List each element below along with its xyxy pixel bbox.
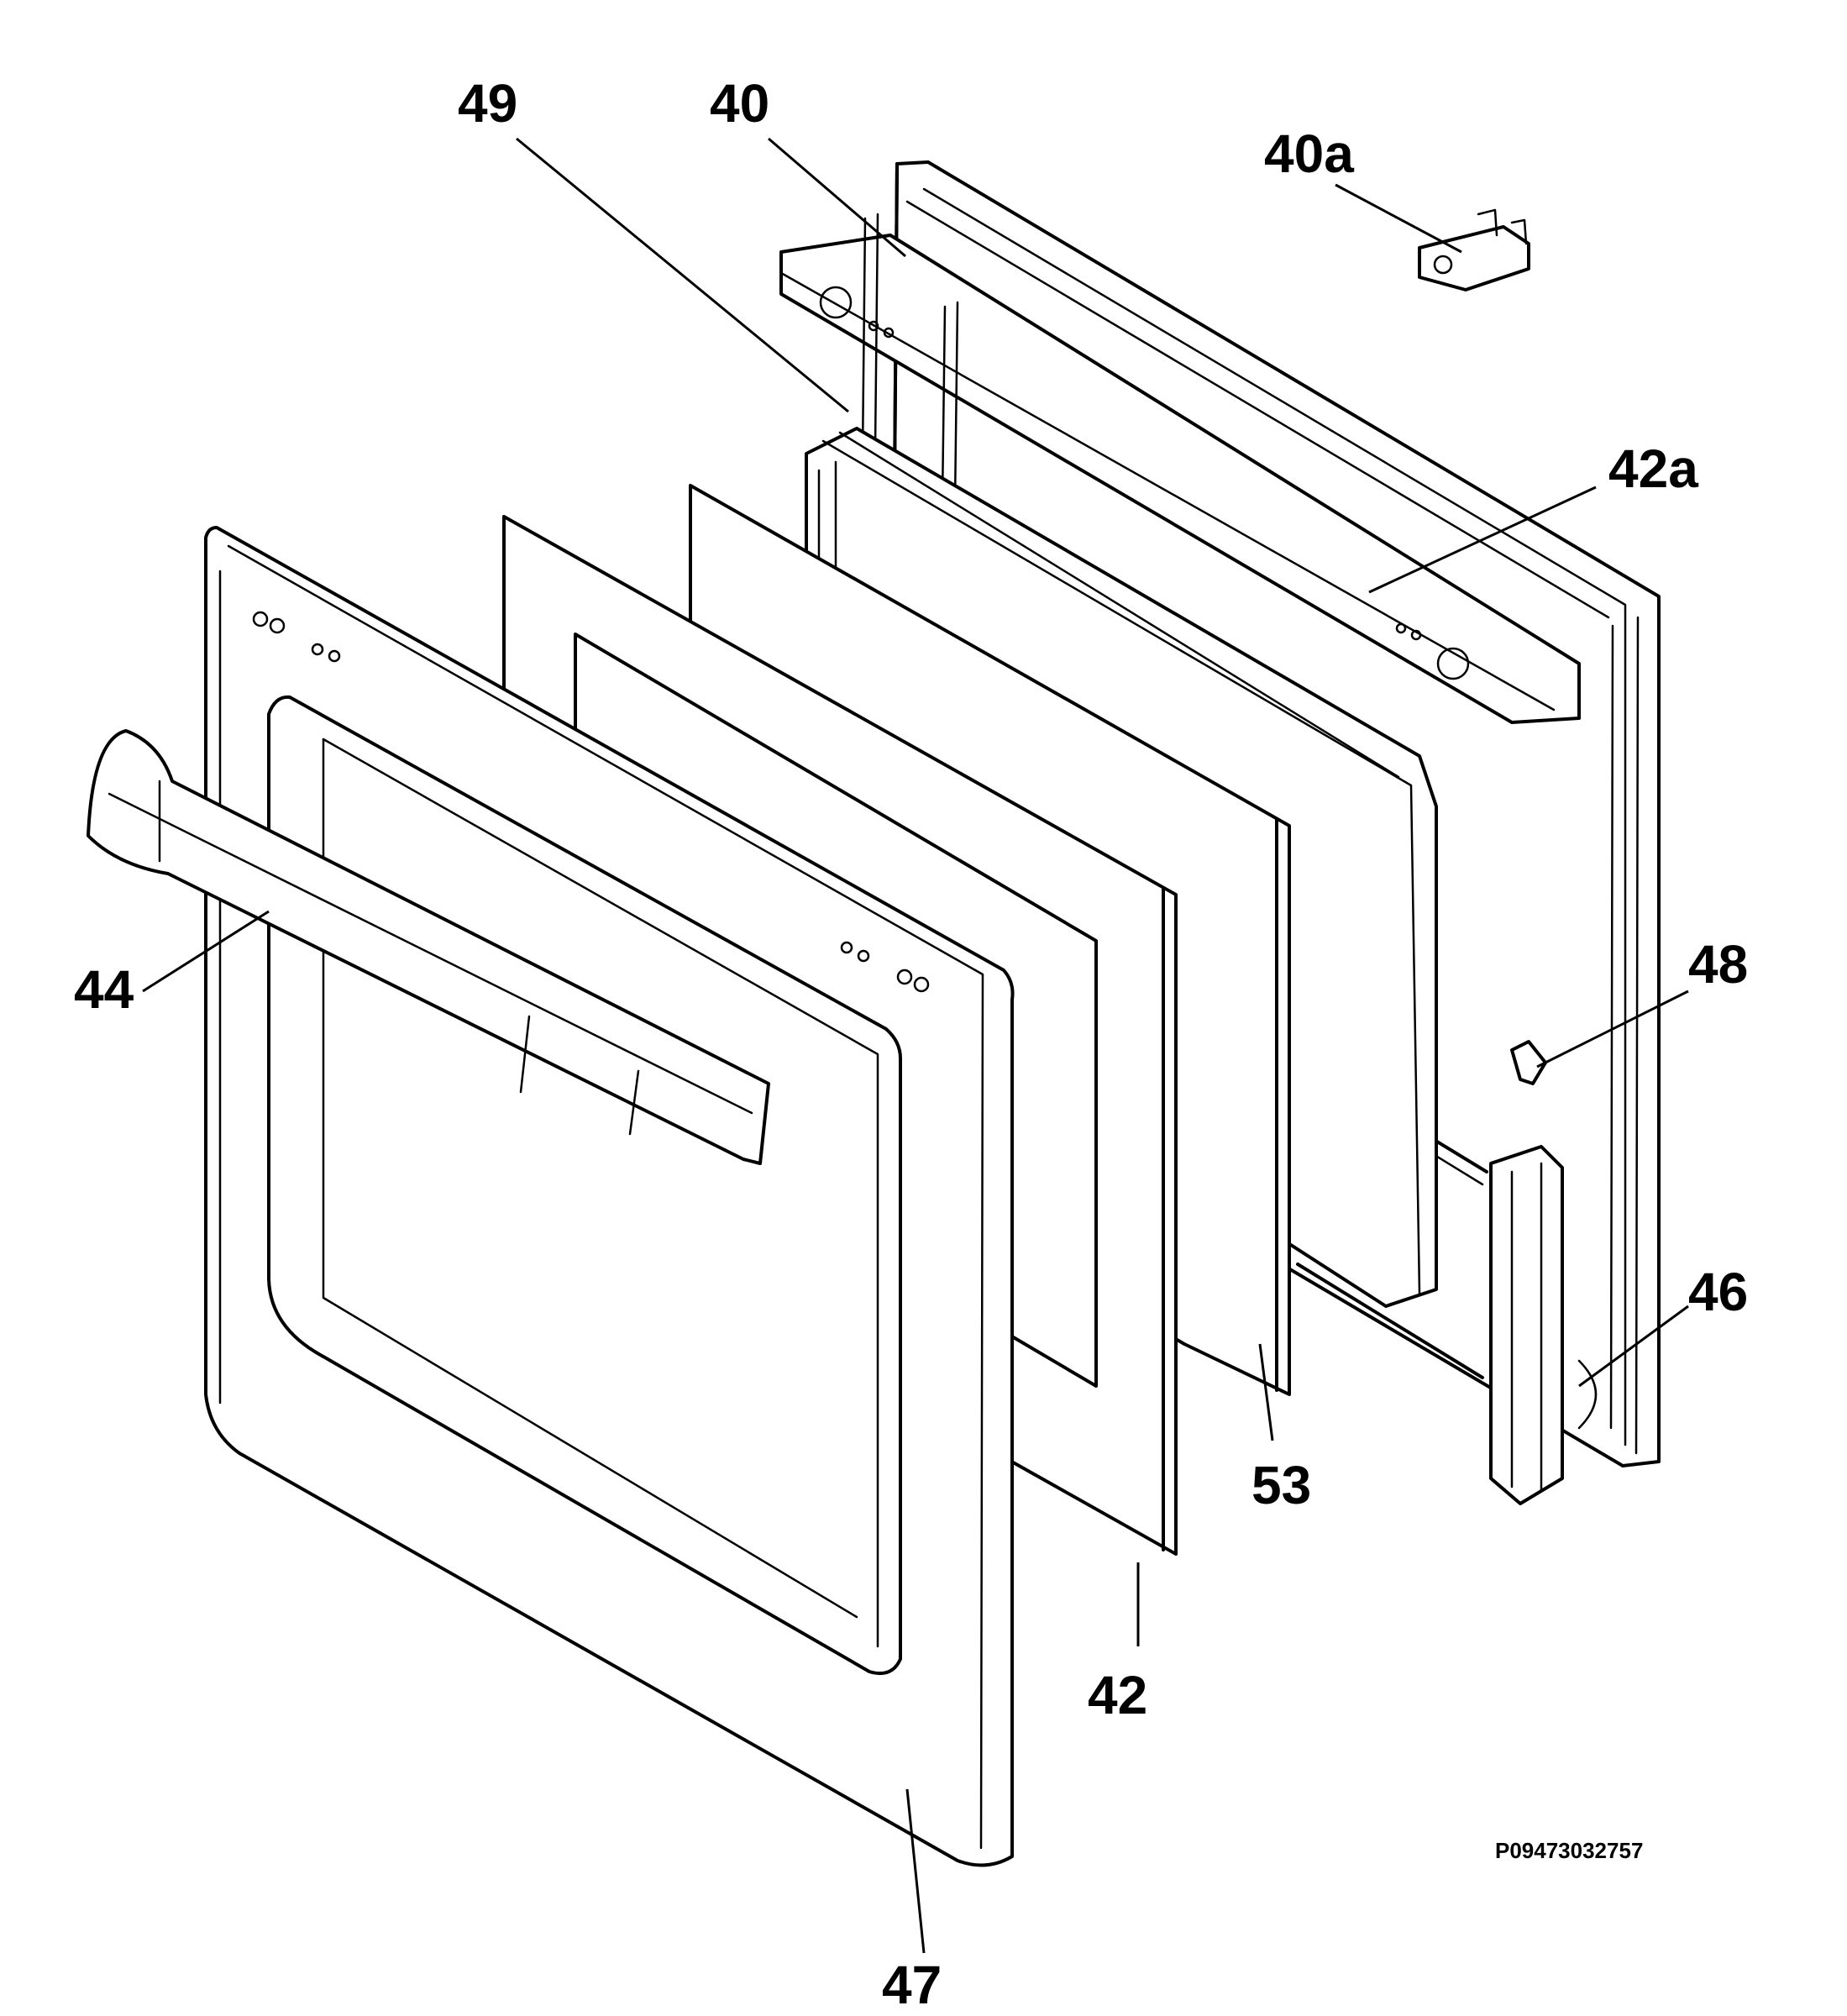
callout-46: 46 <box>1688 1262 1748 1322</box>
door-handle-44 <box>87 729 770 1165</box>
callout-49: 49 <box>458 73 517 134</box>
callout-48: 48 <box>1688 934 1748 995</box>
leader-46 <box>1578 1305 1689 1388</box>
reference-code: P09473032757 <box>1495 1838 1643 1863</box>
callout-47: 47 <box>882 1955 942 2015</box>
leader-49 <box>516 137 849 413</box>
leader-40 <box>768 137 906 258</box>
leader-42a <box>1368 486 1597 594</box>
callout-40: 40 <box>710 73 769 134</box>
callout-labels: 49 40 40a 42a 44 48 46 53 42 47 P0947303… <box>74 73 1748 2015</box>
leader-53 <box>1258 1343 1274 1441</box>
leader-lines <box>142 137 1689 1954</box>
leader-47 <box>905 1788 926 1954</box>
callout-53: 53 <box>1251 1455 1311 1515</box>
callout-42: 42 <box>1088 1665 1147 1725</box>
catch-48 <box>1510 1040 1547 1085</box>
callout-40a: 40a <box>1264 123 1354 184</box>
leader-48 <box>1536 990 1689 1068</box>
leader-44 <box>142 910 270 993</box>
callout-42a: 42a <box>1608 438 1698 499</box>
callout-44: 44 <box>74 959 134 1020</box>
door-clip-40a <box>1418 208 1530 291</box>
leader-40a <box>1335 183 1462 254</box>
